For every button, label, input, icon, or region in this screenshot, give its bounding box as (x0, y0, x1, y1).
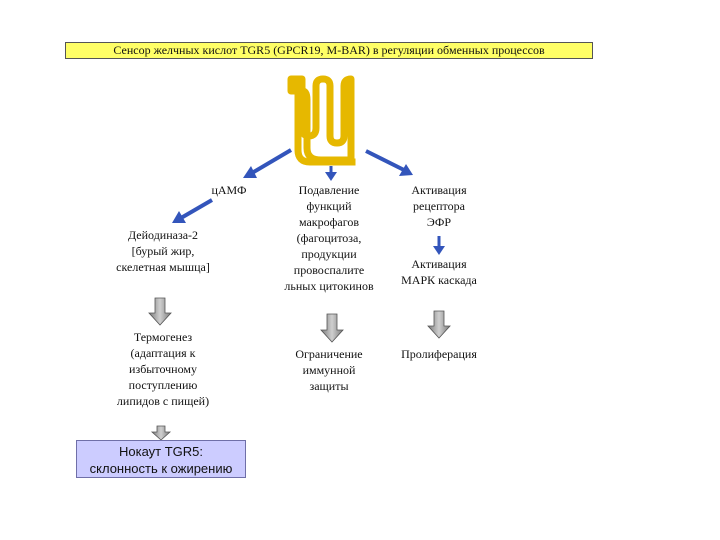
arrow-to-macrophage (325, 166, 337, 181)
knockout-line-1: Нокаут TGR5: (118, 444, 204, 459)
node-camp: цАМФ (211, 183, 247, 197)
arrow-to-camp (243, 148, 293, 178)
node-proliferation: Пролиферация (401, 347, 477, 361)
node-immunity: Ограничение иммунной защиты (295, 347, 363, 393)
node-deiodinase: Дейодиназа-2 [бурый жир, скелетная мышца… (116, 228, 210, 274)
receptor-icon (287, 75, 356, 166)
arrow-egfr-to-mapk (433, 236, 445, 255)
arrow-mapk-to-proliferation (427, 310, 451, 339)
node-egfr: Активация рецептора ЭФР (411, 183, 467, 229)
knockout-box: Нокаут TGR5: склонность к ожирению (76, 440, 246, 478)
knockout-line-2: склонность к ожирению (89, 461, 233, 476)
arrow-macrophage-to-immunity (320, 313, 344, 343)
diagram-title: Сенсор желчных кислот TGR5 (GPCR19, M-BA… (65, 42, 593, 59)
arrow-deiodinase-to-thermogenesis (148, 297, 172, 326)
arrow-to-egfr (365, 149, 413, 176)
node-mapk: Активация МАРК каскада (401, 257, 477, 287)
node-macrophage: Подавление функций макрофагов (фагоцитоз… (284, 183, 374, 293)
arrow-thermogenesis-to-knockout (150, 425, 172, 441)
arrow-camp-to-deiodinase (172, 198, 214, 223)
node-thermogenesis: Термогенез (адаптация к избыточному пост… (116, 330, 210, 408)
